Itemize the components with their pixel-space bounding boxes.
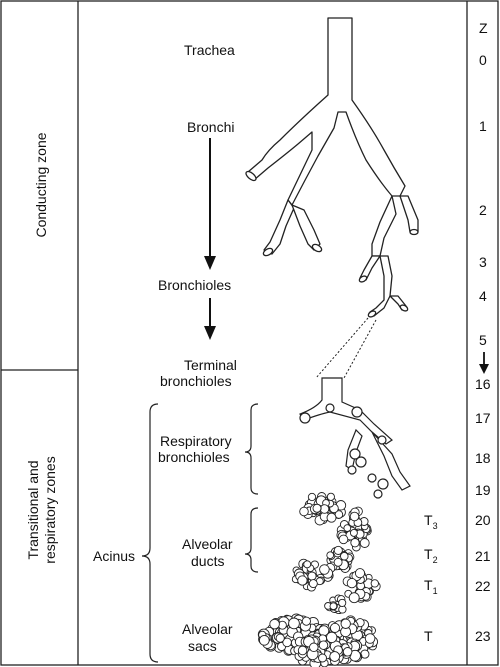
alveolus [327, 513, 336, 522]
bronchioles-label: Bronchioles [158, 277, 231, 293]
alveolus [309, 580, 317, 588]
continuation-lines [316, 318, 376, 378]
alveolus [319, 641, 328, 650]
alveolus [319, 654, 327, 662]
alveolus [344, 525, 351, 532]
transitional-zone-label-1: Transitional and [25, 460, 41, 559]
transitional-zone-label-2: respiratory zones [42, 456, 58, 563]
alveolus [308, 493, 315, 500]
alveolar-sacs-label-2: sacs [188, 638, 217, 654]
generation-number: 0 [479, 52, 487, 68]
respiratory-label-1: Respiratory [160, 433, 232, 449]
alveolar-sacs-label-1: Alveolar [182, 621, 233, 637]
terminal-label-2: bronchioles [160, 373, 232, 389]
alveolus [270, 619, 280, 629]
alveolus [341, 619, 350, 628]
alveolus [339, 599, 346, 606]
generation-column: Z 0 1 2 3 4 5 16 17 18 19 20 21 22 23 [475, 20, 491, 644]
alveolus [339, 535, 348, 544]
alveolus [259, 635, 269, 645]
alveolus [334, 558, 342, 566]
alveolus [302, 617, 310, 625]
bronchi-label: Bronchi [187, 119, 234, 135]
generation-number: 2 [479, 202, 487, 218]
generation-number: 5 [479, 332, 487, 348]
t1-label: T1 [424, 577, 438, 596]
alveolar-ducts-label-1: Alveolar [182, 536, 233, 552]
alveolus [330, 623, 339, 632]
generation-number: 3 [479, 254, 487, 270]
progression-arrows [204, 138, 216, 340]
trachea-shape [248, 18, 405, 205]
structure-labels: Trachea Bronchi Bronchioles Terminal bro… [93, 42, 237, 654]
generation-number: 4 [479, 288, 487, 304]
airway-tree [244, 18, 418, 318]
alveolus [355, 569, 364, 578]
generation-number: 21 [475, 548, 491, 564]
alveolus [310, 643, 319, 652]
alveolus [276, 634, 284, 642]
alveolus [304, 561, 311, 568]
conducting-zone-label: Conducting zone [33, 132, 49, 237]
generation-number: 23 [475, 628, 491, 644]
respiratory-tree [300, 378, 410, 498]
terminal-label-1: Terminal [184, 357, 237, 373]
alveolus [327, 552, 334, 559]
generation-number: 17 [475, 410, 491, 426]
t2-label: T2 [424, 546, 438, 565]
alveolar-clusters [258, 493, 380, 667]
generation-number: 16 [475, 376, 491, 392]
alveolus [349, 593, 359, 603]
trachea-label: Trachea [184, 42, 235, 58]
t3-label: T3 [424, 512, 438, 531]
alveolus [350, 529, 357, 536]
respiratory-brace [245, 404, 258, 494]
alveolus [300, 507, 309, 516]
alveolus [330, 603, 337, 610]
transitional-labels: T3 T2 T1 T [424, 512, 438, 644]
alveolus [327, 632, 337, 642]
alveolus [347, 578, 356, 587]
generation-number: 19 [475, 482, 491, 498]
alveolus [365, 634, 375, 644]
alveolus [350, 512, 359, 521]
alveolus [360, 539, 369, 548]
alveolus [371, 580, 378, 587]
t-label: T [424, 628, 433, 644]
alveolus [341, 552, 349, 560]
alveolus [320, 565, 330, 575]
alveolus [308, 572, 316, 580]
generation-number: 20 [475, 512, 491, 528]
generation-header: Z [479, 20, 488, 36]
alveolus [327, 493, 334, 500]
alveolus [298, 576, 307, 585]
alveolus [330, 652, 340, 662]
generation-skip-arrow [479, 352, 489, 374]
generation-number: 1 [479, 118, 487, 134]
alveolus [298, 646, 307, 655]
acinus-label: Acinus [93, 548, 135, 564]
alveolus [289, 618, 300, 629]
acinus-brace [142, 404, 158, 662]
ducts-brace [245, 508, 258, 572]
generation-number: 22 [475, 578, 491, 594]
alveolus [351, 539, 359, 547]
generation-number: 18 [475, 450, 491, 466]
respiratory-label-2: bronchioles [158, 449, 230, 465]
alveolar-ducts-label-2: ducts [191, 553, 224, 569]
alveolus [343, 648, 352, 657]
alveolus [313, 504, 321, 512]
